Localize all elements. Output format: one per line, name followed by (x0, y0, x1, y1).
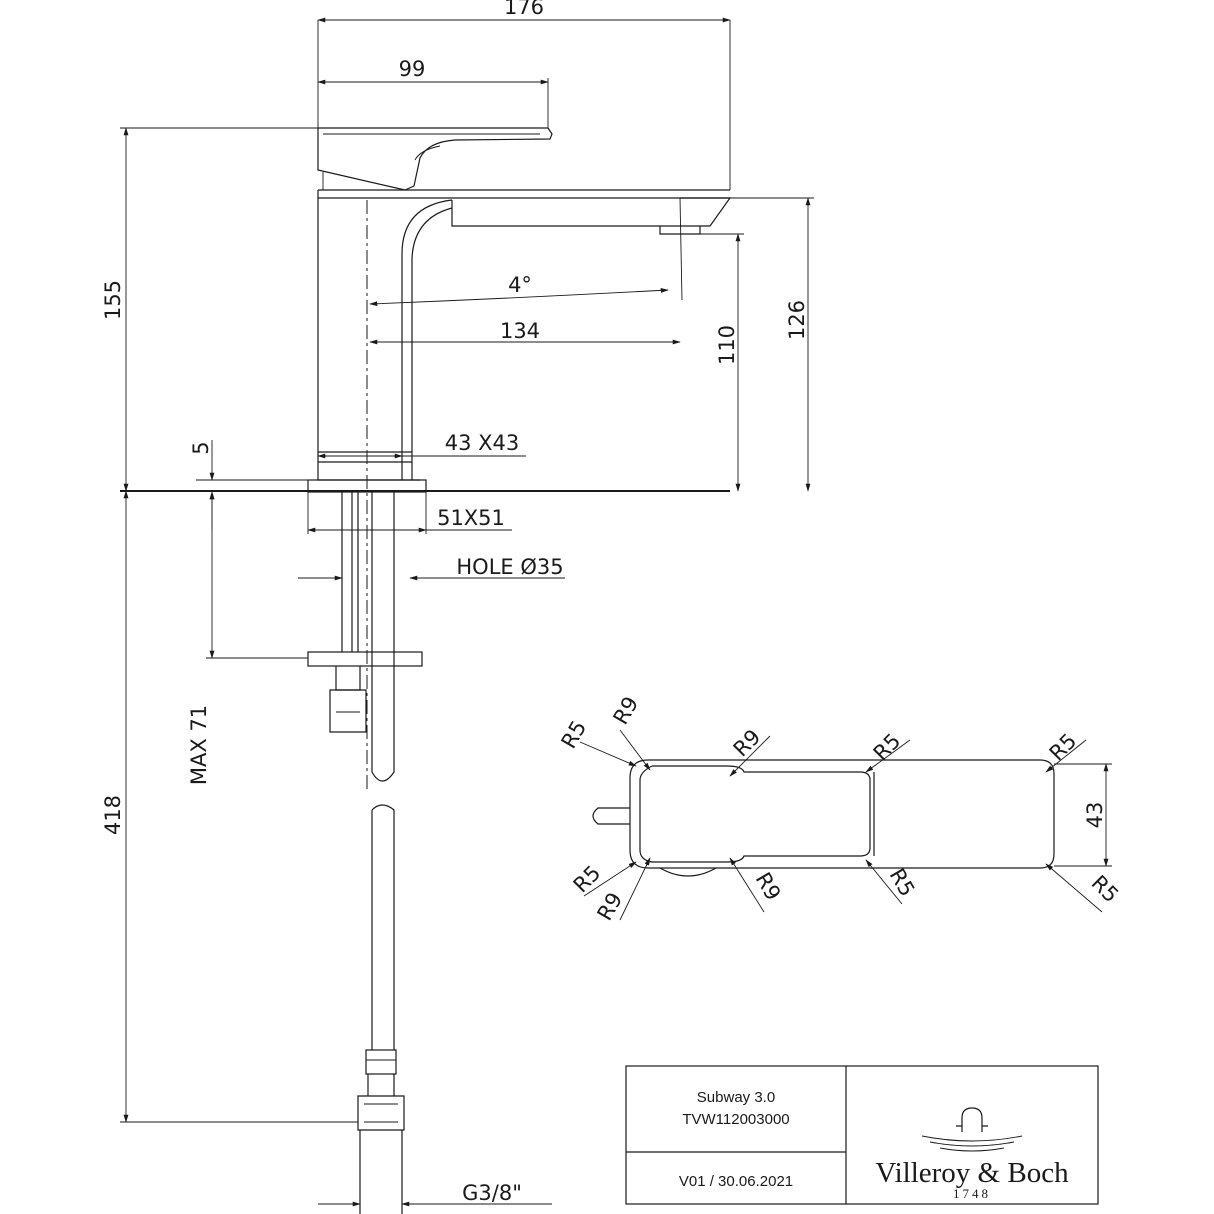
revision-date: V01 / 30.06.2021 (679, 1173, 793, 1190)
brand-logo-icon (921, 1107, 1023, 1152)
plan-view (592, 759, 1055, 877)
dim-connection: G3/8" (462, 1181, 522, 1205)
dim-spout-top: 126 (785, 300, 809, 340)
product-code: TVW112003000 (682, 1111, 789, 1128)
plan-dimensions: 43 R5 R9 R9 R5 R5 R5 R9 R9 R5 R5 (557, 692, 1124, 924)
dim-escutcheon-offset: 5 (189, 441, 213, 454)
label-radius-bottom-right-r5: R5 (1087, 871, 1124, 908)
faucet-body (317, 189, 732, 790)
dim-body-section: 43 X43 (445, 431, 520, 455)
brand-name: Villeroy & Boch (875, 1157, 1069, 1189)
label-radius-top-left-r5: R5 (557, 716, 592, 752)
dim-plan-width: 43 (1083, 802, 1107, 829)
lever-handle (317, 127, 553, 191)
dim-total-height: 155 (101, 280, 125, 320)
mounting-stud (307, 492, 423, 733)
side-view (120, 127, 732, 1214)
dim-max-deck: MAX 71 (187, 705, 211, 785)
side-dimensions: 176 99 155 4° 134 110 126 43 X43 5 (101, 0, 814, 1207)
label-radius-bottom-joint-r5: R5 (885, 864, 920, 900)
dim-spout-clearance: 110 (715, 325, 739, 365)
label-radius-top-middle-r9: R9 (729, 725, 766, 762)
label-radius-top-left-r9: R9 (609, 692, 644, 728)
dim-base-size: 51X51 (437, 506, 505, 530)
title-block: Subway 3.0 TVW112003000 V01 / 30.06.2021… (625, 1065, 1099, 1205)
dim-spout-reach: 134 (500, 319, 540, 343)
base-plate (120, 479, 730, 493)
dim-spout-angle: 4° (508, 273, 532, 297)
dim-handle-length: 99 (399, 57, 426, 81)
dim-overall-length: 176 (504, 0, 544, 19)
dim-hose-length: 418 (101, 795, 125, 835)
dim-hole: HOLE Ø35 (456, 555, 563, 579)
brand-year: 1748 (953, 1186, 991, 1201)
product-name: Subway 3.0 (697, 1089, 775, 1106)
label-radius-top-right-r5: R5 (1045, 729, 1082, 766)
label-radius-bottom-left-r9: R9 (593, 888, 628, 924)
supply-hose (357, 492, 405, 1214)
label-radius-bottom-left-r5: R5 (569, 861, 606, 898)
